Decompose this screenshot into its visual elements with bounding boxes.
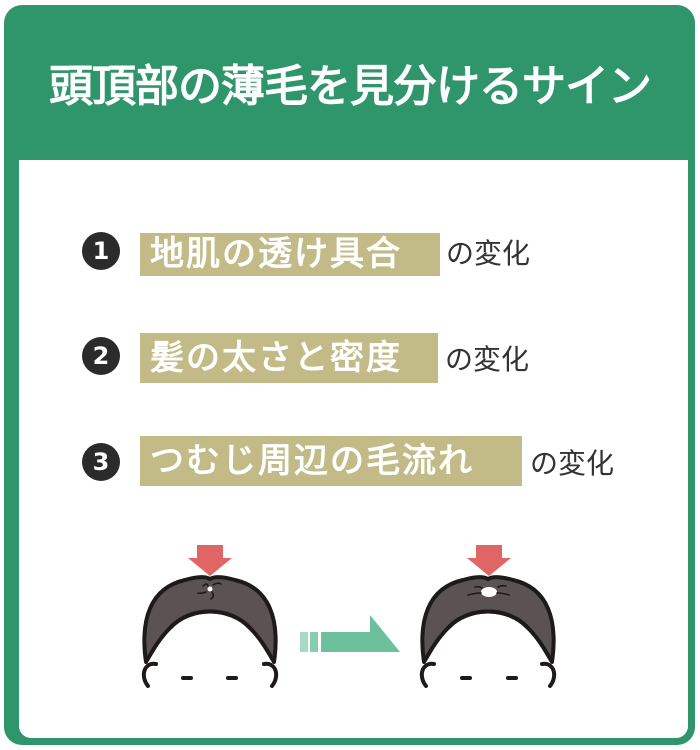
page-title: 頭頂部の薄毛を見分けるサイン [49, 61, 652, 112]
highlight-label-3: つむじ周辺の毛流れ [140, 436, 522, 486]
head-after-icon [419, 545, 557, 688]
highlight-label-1: 地肌の透け具合 [140, 233, 440, 276]
number-badge-1: 1 [82, 232, 120, 270]
head-before-icon [141, 545, 279, 688]
suffix-label-2: の変化 [445, 343, 530, 376]
pointer-arrow-icon [188, 545, 232, 576]
highlight-label-2: 髪の太さと密度 [140, 333, 438, 383]
suffix-label-1: の変化 [446, 237, 531, 270]
number-badge-3: 3 [82, 443, 120, 481]
pointer-arrow-icon [467, 545, 511, 576]
arrow-right-icon [300, 615, 400, 652]
number-badge-2: 2 [82, 337, 120, 375]
suffix-label-3: の変化 [530, 447, 615, 480]
